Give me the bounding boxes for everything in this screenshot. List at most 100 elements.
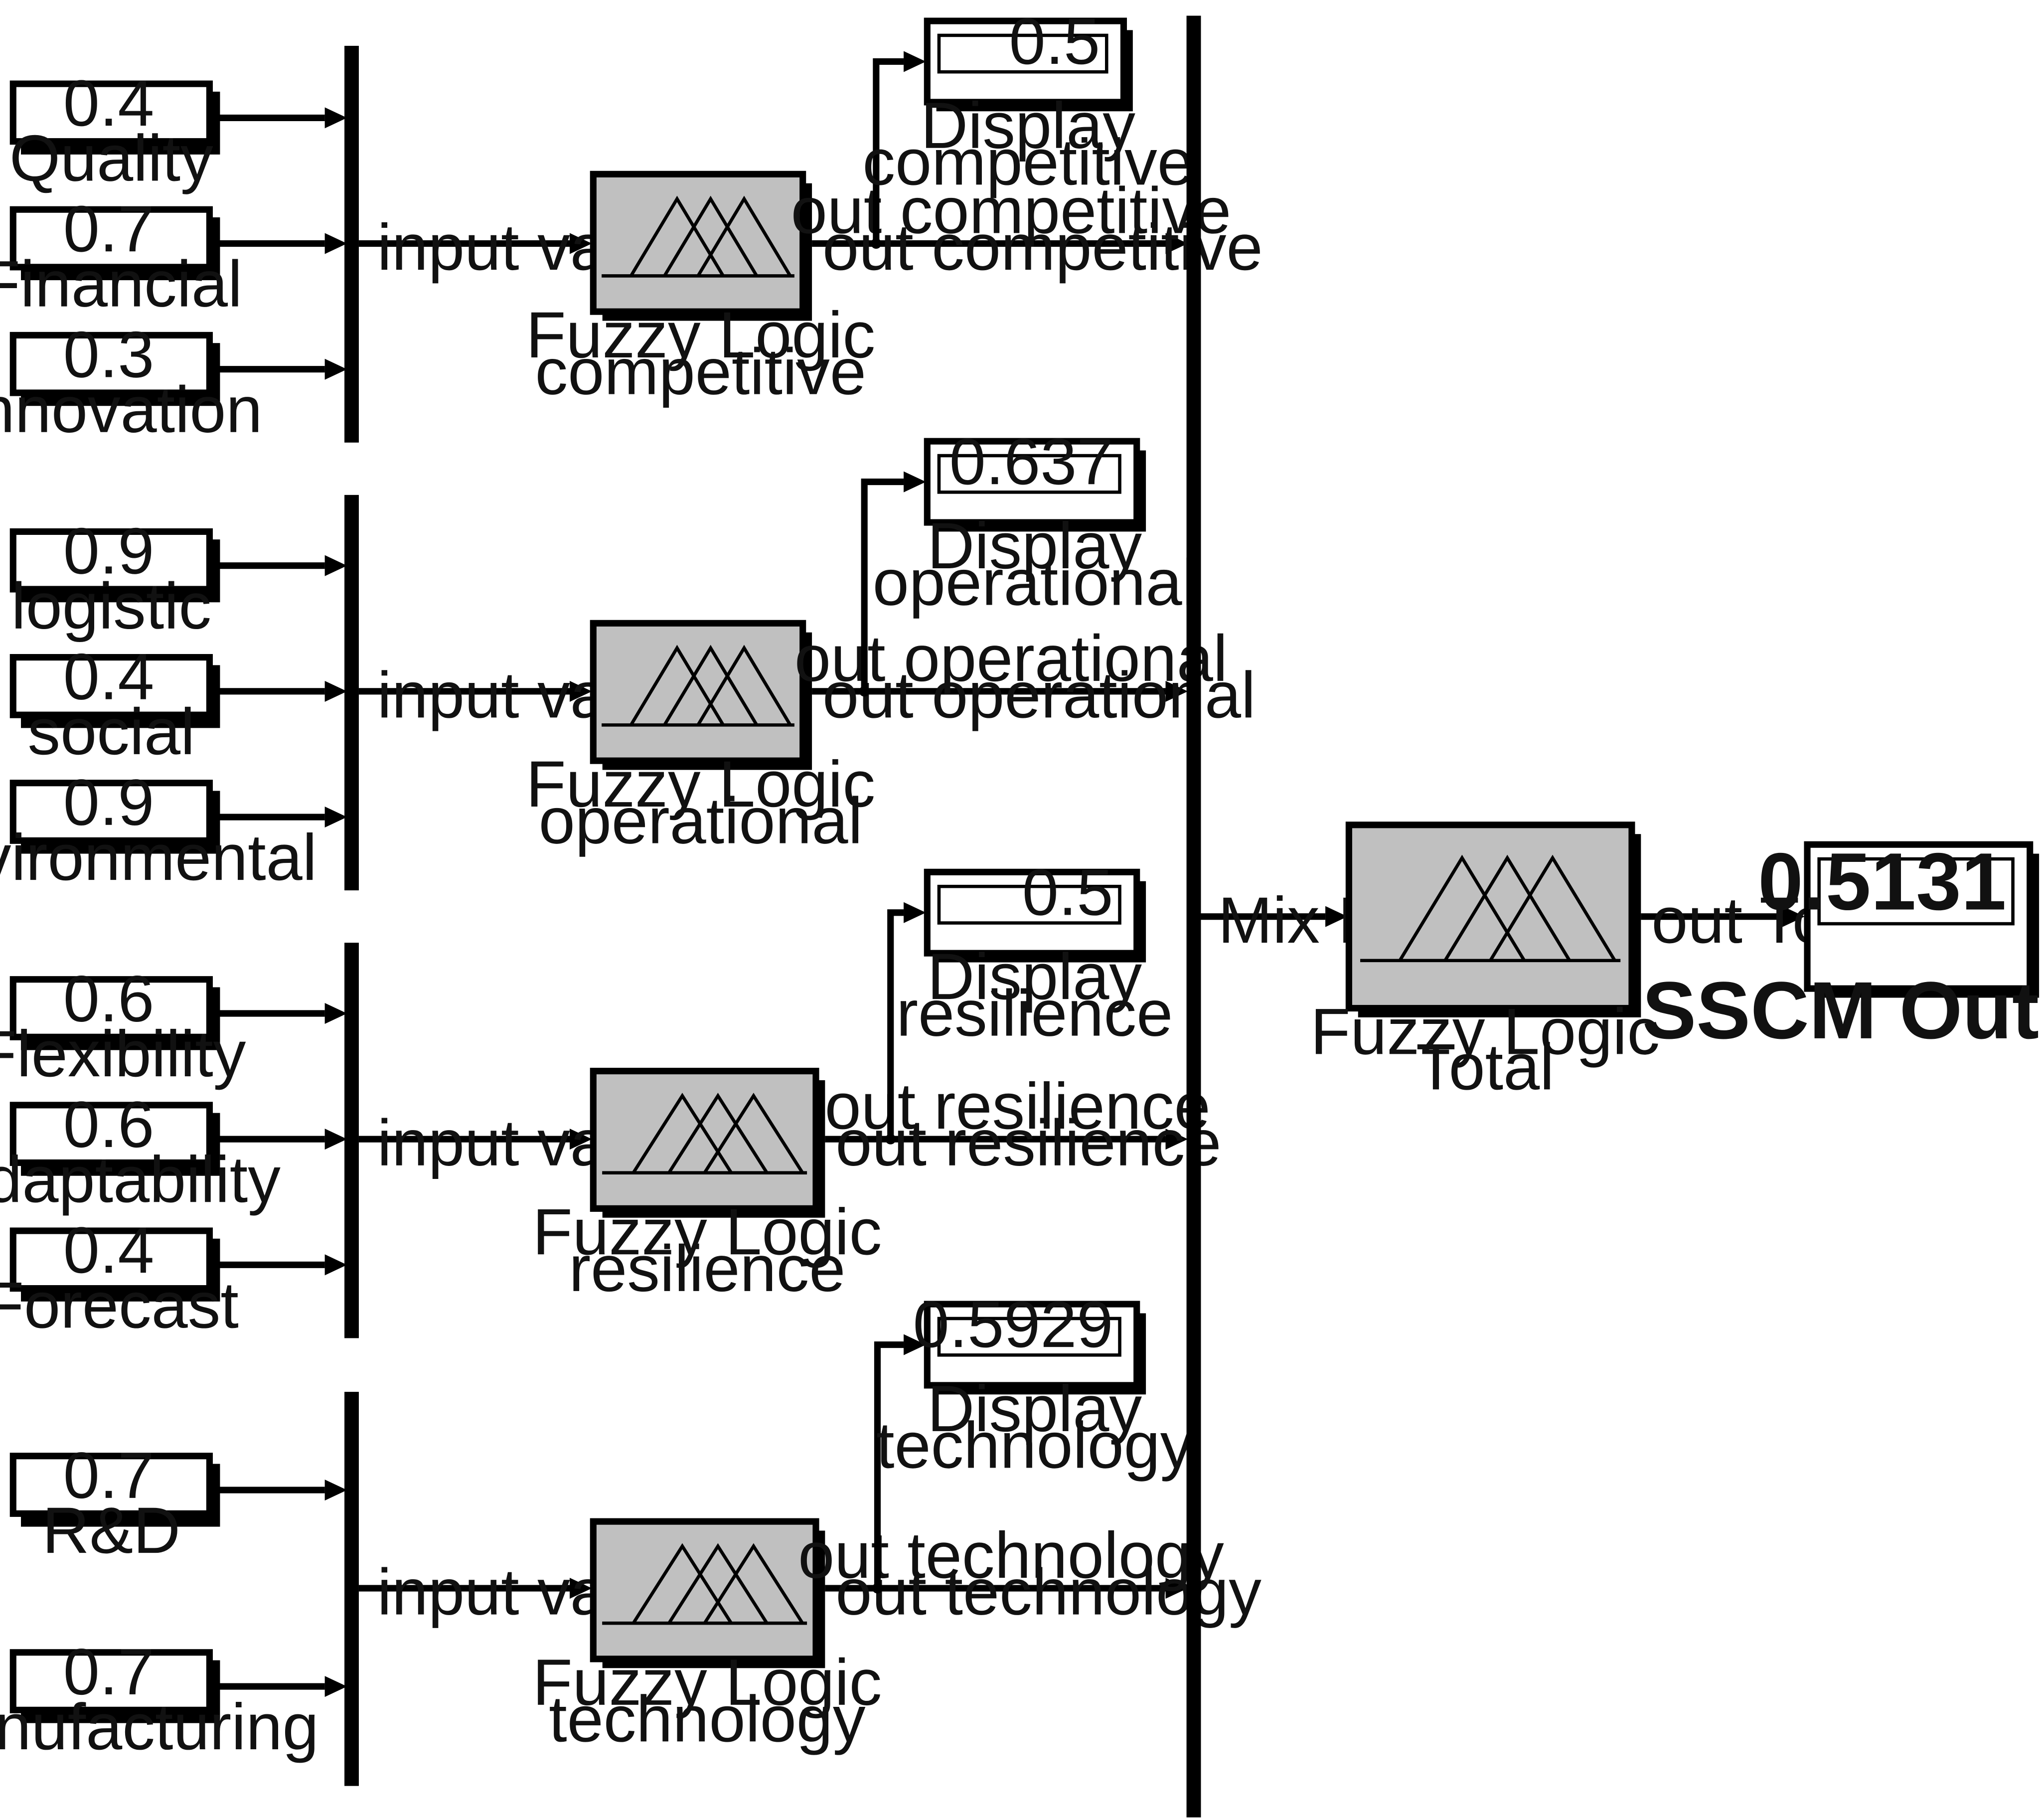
constant-value: 0.7 xyxy=(63,192,155,265)
arrow-head xyxy=(1165,233,1188,254)
display-block-2[interactable]: 0.637 xyxy=(924,425,1146,532)
arrow-head xyxy=(569,1578,592,1599)
constant-value: 0.6 xyxy=(63,962,155,1035)
total-fuzzy-label-line2: Total xyxy=(1416,1030,1554,1103)
fuzzy-logic-block-1[interactable] xyxy=(590,170,812,321)
arrow-head xyxy=(569,233,592,254)
display-block-3[interactable]: 0.5 xyxy=(924,855,1146,963)
fuzzy-logic-block-3[interactable] xyxy=(590,1068,825,1218)
constant-box[interactable] xyxy=(9,1102,213,1166)
display-label-line1: Display xyxy=(927,509,1142,582)
membership-triangle xyxy=(663,195,759,277)
display-label-line1: Display xyxy=(927,1372,1142,1445)
fuzzy-box[interactable] xyxy=(590,620,806,764)
arrow-head xyxy=(324,358,347,380)
sscm-output-label: SSCM Out Put xyxy=(1642,965,2043,1056)
membership-triangle xyxy=(703,1093,804,1174)
arrow-head xyxy=(904,902,926,923)
mux-bar[interactable] xyxy=(344,1392,359,1786)
fuzzy-box[interactable] xyxy=(590,1518,819,1662)
arrow-head xyxy=(324,1676,347,1697)
bus-input-label: out operational xyxy=(794,622,1228,695)
constant-block-quality[interactable]: 0.4 xyxy=(9,66,220,155)
fuzzy-box[interactable] xyxy=(590,170,806,315)
constant-box[interactable] xyxy=(9,80,213,145)
constant-box[interactable] xyxy=(9,976,213,1040)
fuzzy-box[interactable] xyxy=(590,1068,819,1212)
display-label-line2: resilience xyxy=(896,977,1173,1050)
display-value: 0.5131 xyxy=(1758,836,2006,927)
constant-block-adaptability[interactable]: 0.6 xyxy=(9,1088,220,1176)
display-readout xyxy=(937,454,1121,494)
arrow-head xyxy=(324,680,347,702)
sscm-output-display[interactable]: 0.5131 xyxy=(1758,836,2040,998)
constant-block-environmental[interactable]: 0.9 xyxy=(9,766,220,854)
arrow-head xyxy=(904,471,926,493)
constant-box[interactable] xyxy=(9,1227,213,1292)
arrow-head xyxy=(324,1002,347,1024)
constant-value: 0.7 xyxy=(63,1635,155,1708)
constant-value: 0.9 xyxy=(63,766,155,839)
membership-triangle xyxy=(1489,854,1616,962)
display-label-line2: technology xyxy=(876,1408,1193,1482)
constant-value: 0.4 xyxy=(63,640,155,713)
constant-box[interactable] xyxy=(9,1453,213,1517)
membership-triangle xyxy=(1398,854,1526,962)
fuzzy-logic-total-block[interactable] xyxy=(1345,822,1641,1017)
arrow-head xyxy=(324,555,347,576)
display-branch-line xyxy=(861,479,904,691)
constant-box[interactable] xyxy=(9,1649,213,1713)
fuzzy-label-line1: Fuzzy Logic xyxy=(526,298,875,371)
constant-label: Adaptability xyxy=(0,1143,281,1216)
constant-value: 0.4 xyxy=(63,66,155,140)
total-fuzzy-label-line1: Fuzzy Logic xyxy=(1310,994,1660,1068)
display-label-line2: operational xyxy=(873,546,1197,619)
constant-block-social[interactable]: 0.4 xyxy=(9,640,220,728)
fuzzy-label-line1: Fuzzy Logic xyxy=(532,1195,882,1268)
arrow-head xyxy=(1325,906,1348,927)
mux-bar[interactable] xyxy=(344,495,359,891)
fuzzy-box[interactable] xyxy=(1345,822,1635,1012)
membership-triangle xyxy=(696,195,792,277)
bus-input-label: out technology xyxy=(798,1518,1224,1592)
mux-bar[interactable] xyxy=(344,943,359,1338)
display-branch-line xyxy=(873,58,904,244)
arrow-head xyxy=(1165,1578,1188,1599)
constant-label: Quality xyxy=(9,121,213,194)
mux-bar[interactable] xyxy=(344,45,359,443)
display-label-line1: Display xyxy=(921,89,1135,162)
constant-block-logistic[interactable]: 0.9 xyxy=(9,514,220,603)
constant-block-manufacturing[interactable]: 0.7 xyxy=(9,1635,220,1723)
arrow-head xyxy=(569,1129,592,1150)
constant-block-flexibility[interactable]: 0.6 xyxy=(9,962,220,1050)
constant-box[interactable] xyxy=(9,780,213,844)
display-readout xyxy=(937,33,1108,74)
constant-label: Financial xyxy=(0,247,242,321)
constant-label: Innovation xyxy=(0,373,262,446)
constant-block-forecast[interactable]: 0.4 xyxy=(9,1213,220,1302)
display-value: 0.5 xyxy=(1009,4,1100,78)
display-block-1[interactable]: 0.5 xyxy=(924,4,1133,112)
fuzzy-logic-block-4[interactable] xyxy=(590,1518,825,1668)
mix-data-bus[interactable] xyxy=(1186,15,1201,1818)
constant-box[interactable] xyxy=(9,528,213,593)
constant-block-financial[interactable]: 0.7 xyxy=(9,192,220,281)
arrow-head xyxy=(569,680,592,702)
display-branch-line xyxy=(887,909,904,1140)
display-label-line1: Display xyxy=(927,940,1142,1013)
arrow-head xyxy=(324,806,347,828)
fuzzy-logic-block-2[interactable] xyxy=(590,620,812,770)
membership-triangle xyxy=(631,1093,733,1174)
constant-box[interactable] xyxy=(9,206,213,271)
display-value: 0.5 xyxy=(1022,855,1113,929)
constant-block-innovation[interactable]: 0.3 xyxy=(9,318,220,406)
display-block-4[interactable]: 0.5929 xyxy=(913,1288,1146,1395)
constant-block-r-d[interactable]: 0.7 xyxy=(9,1439,220,1527)
membership-triangle xyxy=(1443,854,1571,962)
fuzzy-label-line1: Fuzzy Logic xyxy=(532,1646,882,1719)
constant-box[interactable] xyxy=(9,654,213,718)
membership-triangle xyxy=(631,1543,733,1624)
constant-label: Flexibility xyxy=(0,1017,246,1090)
constant-box[interactable] xyxy=(9,331,213,396)
constant-label: Forecast xyxy=(0,1268,239,1341)
